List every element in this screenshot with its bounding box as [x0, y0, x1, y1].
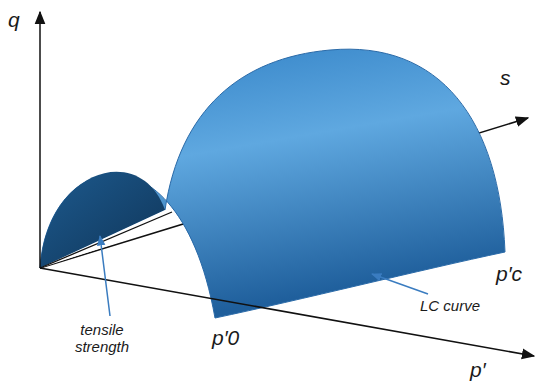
axis-label: p′: [470, 358, 486, 381]
p-axis: [40, 268, 534, 356]
callout-label: LC curve: [420, 298, 480, 315]
q-axis: [39, 12, 41, 268]
point-label: p′c: [496, 262, 522, 285]
leader-line: [100, 236, 110, 316]
inner-floor: [40, 210, 172, 268]
axis-label: s: [500, 66, 511, 89]
axis-label: q: [8, 8, 20, 31]
s-axis-visible: [40, 212, 172, 268]
point-label: p′0: [212, 326, 239, 349]
yield-surface: [40, 49, 505, 318]
callout-label: tensile strength: [62, 322, 142, 355]
leader-line: [372, 274, 428, 294]
